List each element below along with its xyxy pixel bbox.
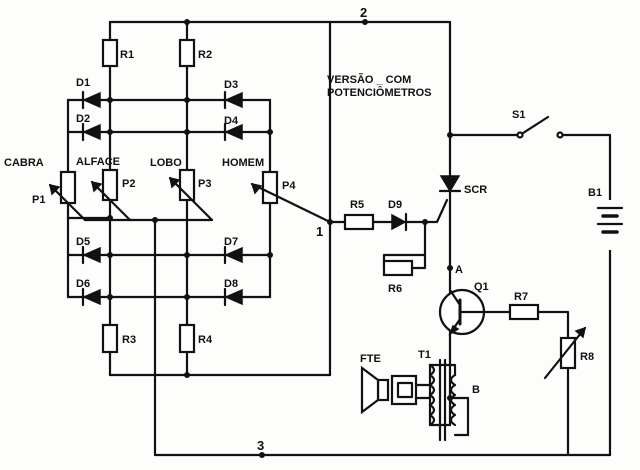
node-b-label: B: [472, 384, 480, 396]
diode-d7: [223, 245, 243, 265]
diode-d6: [81, 287, 101, 307]
alface-label: ALFACE: [76, 156, 120, 168]
r1-label: R1: [120, 49, 134, 61]
diode-d2: [81, 122, 101, 142]
diode-d4: [223, 122, 243, 142]
p4-label: P4: [282, 180, 296, 192]
d5-label: D5: [76, 236, 90, 248]
r3-label: R3: [122, 334, 136, 346]
q1-label: Q1: [474, 281, 489, 293]
scr-label: SCR: [464, 184, 487, 196]
diode-d9: [391, 212, 408, 232]
transistor-q1: [438, 288, 486, 336]
battery-b1: [595, 200, 625, 250]
s1-label: S1: [512, 109, 525, 121]
lobo-label: LOBO: [150, 157, 182, 169]
d2-label: D2: [76, 113, 90, 125]
diode-d1: [81, 90, 101, 110]
resistor-r1: [101, 38, 119, 68]
diode-d3: [223, 90, 243, 110]
potentiometer-p1: [48, 170, 87, 222]
b1-label: B1: [588, 187, 602, 199]
node-2-label: 2: [360, 5, 367, 20]
r8-label: R8: [580, 351, 594, 363]
d4-label: D4: [224, 115, 239, 127]
diode-d5: [81, 245, 101, 265]
version-note-line2: POTENCIÔMETROS: [327, 86, 432, 99]
d7-label: D7: [224, 236, 238, 248]
potentiometer-p4: [250, 170, 332, 224]
potentiometer-p2: [90, 168, 132, 222]
p1-label: P1: [32, 194, 45, 206]
resistor-r3: [101, 323, 119, 354]
fte-label: FTE: [360, 353, 381, 365]
loudspeaker-fte: [360, 365, 432, 415]
r6-label: R6: [388, 283, 402, 295]
r5-label: R5: [350, 199, 364, 211]
resistor-r7: [508, 303, 540, 321]
d9-label: D9: [388, 199, 402, 211]
d3-label: D3: [224, 79, 238, 91]
junction-dots: [107, 19, 453, 458]
potentiometer-r8: [543, 326, 587, 380]
r7-label: R7: [514, 291, 528, 303]
d1-label: D1: [76, 77, 90, 89]
transformer-t1: [428, 358, 457, 442]
resistor-r6: [382, 259, 414, 277]
resistor-r2: [178, 38, 196, 68]
diode-d8: [223, 287, 243, 307]
potentiometer-p3: [168, 168, 214, 222]
r2-label: R2: [198, 49, 212, 61]
resistor-r5: [343, 213, 375, 231]
switch-s1: [516, 115, 564, 139]
homem-label: HOMEM: [222, 157, 264, 169]
p2-label: P2: [122, 178, 135, 190]
d6-label: D6: [76, 278, 90, 290]
t1-label: T1: [418, 349, 431, 361]
r4-label: R4: [198, 334, 213, 346]
p3-label: P3: [198, 178, 211, 190]
cabra-label: CABRA: [4, 157, 44, 169]
version-note-line1: VERSÃO _ COM: [327, 73, 411, 86]
node-a-label: A: [455, 264, 463, 276]
d8-label: D8: [224, 278, 238, 290]
node-3-label: 3: [257, 438, 264, 453]
resistor-r4: [178, 323, 196, 354]
node-1-label: 1: [316, 224, 323, 239]
scr-thyristor: [438, 175, 462, 204]
wires: [66, 20, 612, 457]
